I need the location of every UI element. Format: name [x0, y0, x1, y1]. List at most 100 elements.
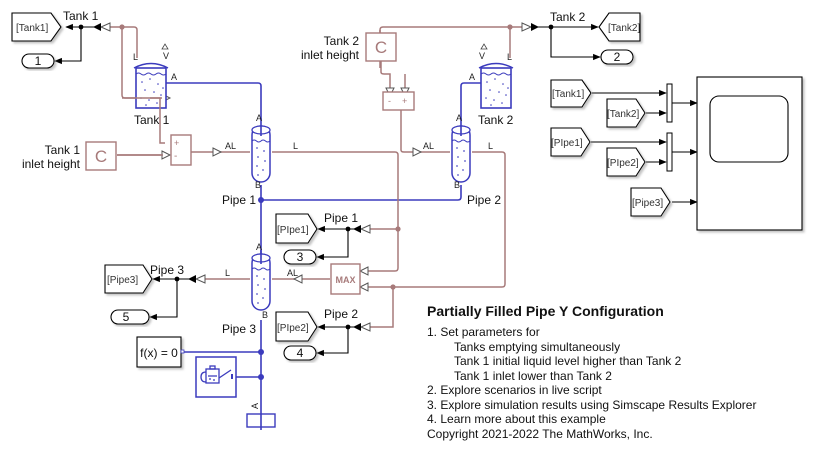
goto-pipe3-label: [Pipe3] [107, 275, 138, 286]
signal-label-pipe3: Pipe 3 [150, 263, 184, 277]
tank2-block[interactable]: L V A Tank 2 [469, 43, 514, 127]
goto-tank2[interactable]: [Tank2] [598, 12, 641, 42]
solver-configuration-block[interactable]: f(x) = 0 [136, 336, 182, 368]
goto-pipe2-label: [PIpe2] [277, 323, 309, 334]
reservoir-port-a: A [250, 403, 260, 409]
tank2-lid [478, 62, 514, 69]
max-in2-port [358, 282, 369, 292]
pipe1-port-al: AL [225, 141, 236, 151]
pipe3-port-a: A [256, 242, 262, 252]
pipe3-al-port [292, 274, 303, 284]
goto-pipe2[interactable]: [PIpe2] [275, 311, 318, 342]
pipe1-label: Pipe 1 [222, 193, 256, 207]
tank1-to-outport-line[interactable] [54, 27, 82, 65]
tank1-level-line[interactable] [110, 26, 138, 58]
goto-pipe1[interactable]: [PIpe1] [275, 213, 318, 244]
annotation-link-set-parameters[interactable]: 1. Set parameters for [427, 325, 540, 339]
outport-1[interactable]: 1 [21, 53, 55, 69]
branch-dot [548, 24, 554, 30]
tank2-to-pipe2-line[interactable] [460, 82, 485, 120]
pipe2-port-al: AL [423, 141, 434, 151]
pipe2-label: Pipe 2 [467, 193, 501, 207]
pipe1-port-l: L [293, 141, 298, 151]
pipe1-level-line[interactable] [272, 151, 399, 272]
tank2-inlet-constant[interactable]: C Tank 2 inlet height [301, 32, 397, 62]
sum2-to-pipe2-line[interactable] [400, 110, 450, 153]
from-tank1[interactable]: [Tank1] [550, 79, 592, 108]
pipe3-to-outport-line[interactable] [149, 279, 178, 321]
outport-4-label: 4 [297, 346, 304, 360]
signal-label-pipe2: Pipe 2 [324, 307, 358, 321]
from-pipe1[interactable]: [PIpe1] [550, 127, 591, 157]
tank1-block[interactable]: L V A Tank 1 [133, 43, 177, 127]
mux-tank[interactable] [666, 83, 673, 123]
mux-pipe[interactable] [666, 132, 673, 172]
from-tank2[interactable]: [Tank2] [606, 98, 646, 128]
goto-tank1-label: [Tank1] [16, 23, 48, 34]
from-pipe3[interactable]: [Pipe3] [630, 187, 671, 217]
sum2-block[interactable]: - + [382, 91, 415, 111]
ps-simulink-converter-tank1[interactable] [93, 22, 111, 32]
fluid-props-box [195, 356, 237, 398]
ps-simulink-converter-tank2[interactable] [521, 22, 539, 32]
outport-3[interactable]: 3 [283, 249, 317, 265]
scope-block[interactable] [696, 76, 803, 231]
pipe1-liquid [251, 139, 271, 143]
sum1-block[interactable]: + - [170, 134, 192, 166]
outport-4[interactable]: 4 [283, 345, 317, 361]
max-in1-port [358, 266, 369, 276]
from-tank1-label: [Tank1] [552, 89, 584, 100]
annotation-link-live-script[interactable]: 2. Explore scenarios in live script [427, 383, 602, 397]
pipe1-port-a: A [256, 113, 262, 123]
annotation-link-learn-more[interactable]: 4. Learn more about this example [427, 412, 606, 426]
pipe2-level-branch[interactable] [370, 287, 394, 328]
tank2-v-port-icon [480, 43, 488, 50]
pipe1-block[interactable]: A B AL L Pipe 1 [222, 113, 298, 207]
fluid-properties-block[interactable] [195, 356, 237, 398]
tank2-port-a: A [469, 72, 475, 82]
pipe1-to-outport-line[interactable] [316, 229, 349, 261]
branch-dot [174, 276, 180, 282]
outport-2[interactable]: 2 [600, 49, 634, 65]
pipe2-port-b: B [454, 180, 460, 190]
tank2-level-top-line[interactable] [379, 26, 522, 68]
tank2-label: Tank 2 [478, 113, 514, 127]
ps-simulink-converter-pipe3[interactable] [188, 274, 206, 284]
pipe1-pipe2-junction-line[interactable] [260, 185, 462, 201]
ps-simulink-converter-pipe1[interactable] [353, 224, 371, 234]
ps-simulink-converter-pipe2[interactable] [353, 322, 371, 332]
constant-glyph: C [95, 147, 107, 166]
pipe2-level-line[interactable] [360, 151, 506, 288]
outport-5[interactable]: 5 [110, 309, 150, 325]
branch-dot [345, 324, 351, 330]
max-box [330, 263, 361, 295]
max-glyph: MAX [336, 275, 356, 285]
reservoir-block[interactable]: A [246, 403, 276, 428]
tank1-inlet-label-line2: inlet height [22, 157, 81, 171]
annotation-link-tank1-higher[interactable]: Tank 1 initial liquid level higher than … [454, 354, 682, 368]
goto-pipe3[interactable]: [Pipe3] [104, 264, 153, 294]
pipe2-block[interactable]: A B AL L Pipe 2 [423, 113, 501, 207]
tank1-to-pipe1-line[interactable] [166, 82, 262, 120]
annotation-link-tanks-emptying[interactable]: Tanks emptying simultaneously [454, 339, 621, 354]
annotation-link-results-explorer[interactable]: 3. Explore simulation results using Sims… [427, 397, 757, 412]
tank2-port-l: L [507, 52, 512, 62]
tank2-inlet-line[interactable] [380, 61, 391, 88]
pipe2-to-outport-line[interactable] [316, 327, 349, 357]
tank1-inlet-label-line1: Tank 1 [45, 143, 81, 157]
annotation-link-tank1-inlet-lower[interactable]: Tank 1 inlet lower than Tank 2 [454, 368, 612, 383]
tank2-liquid-dots [485, 78, 509, 106]
tank2-to-outport-line[interactable] [550, 27, 601, 61]
from-pipe2[interactable]: [PIpe2] [606, 147, 646, 177]
pipe1-liquid-dashes [256, 147, 266, 176]
max-block[interactable]: MAX [330, 263, 361, 295]
tank2-port-v: V [479, 51, 485, 61]
fluid-props-port [231, 374, 233, 379]
goto-tank1[interactable]: [Tank1] [11, 12, 62, 42]
pipe3-block[interactable]: A B L AL Pipe 3 [222, 242, 298, 336]
sum1-plus-sign: + [174, 138, 179, 148]
outport-5-label: 5 [123, 310, 130, 324]
goto-pipe1-label: [PIpe1] [277, 225, 309, 236]
signal-label-pipe1: Pipe 1 [324, 211, 358, 225]
tank1-inlet-constant[interactable]: C Tank 1 inlet height [22, 141, 117, 171]
